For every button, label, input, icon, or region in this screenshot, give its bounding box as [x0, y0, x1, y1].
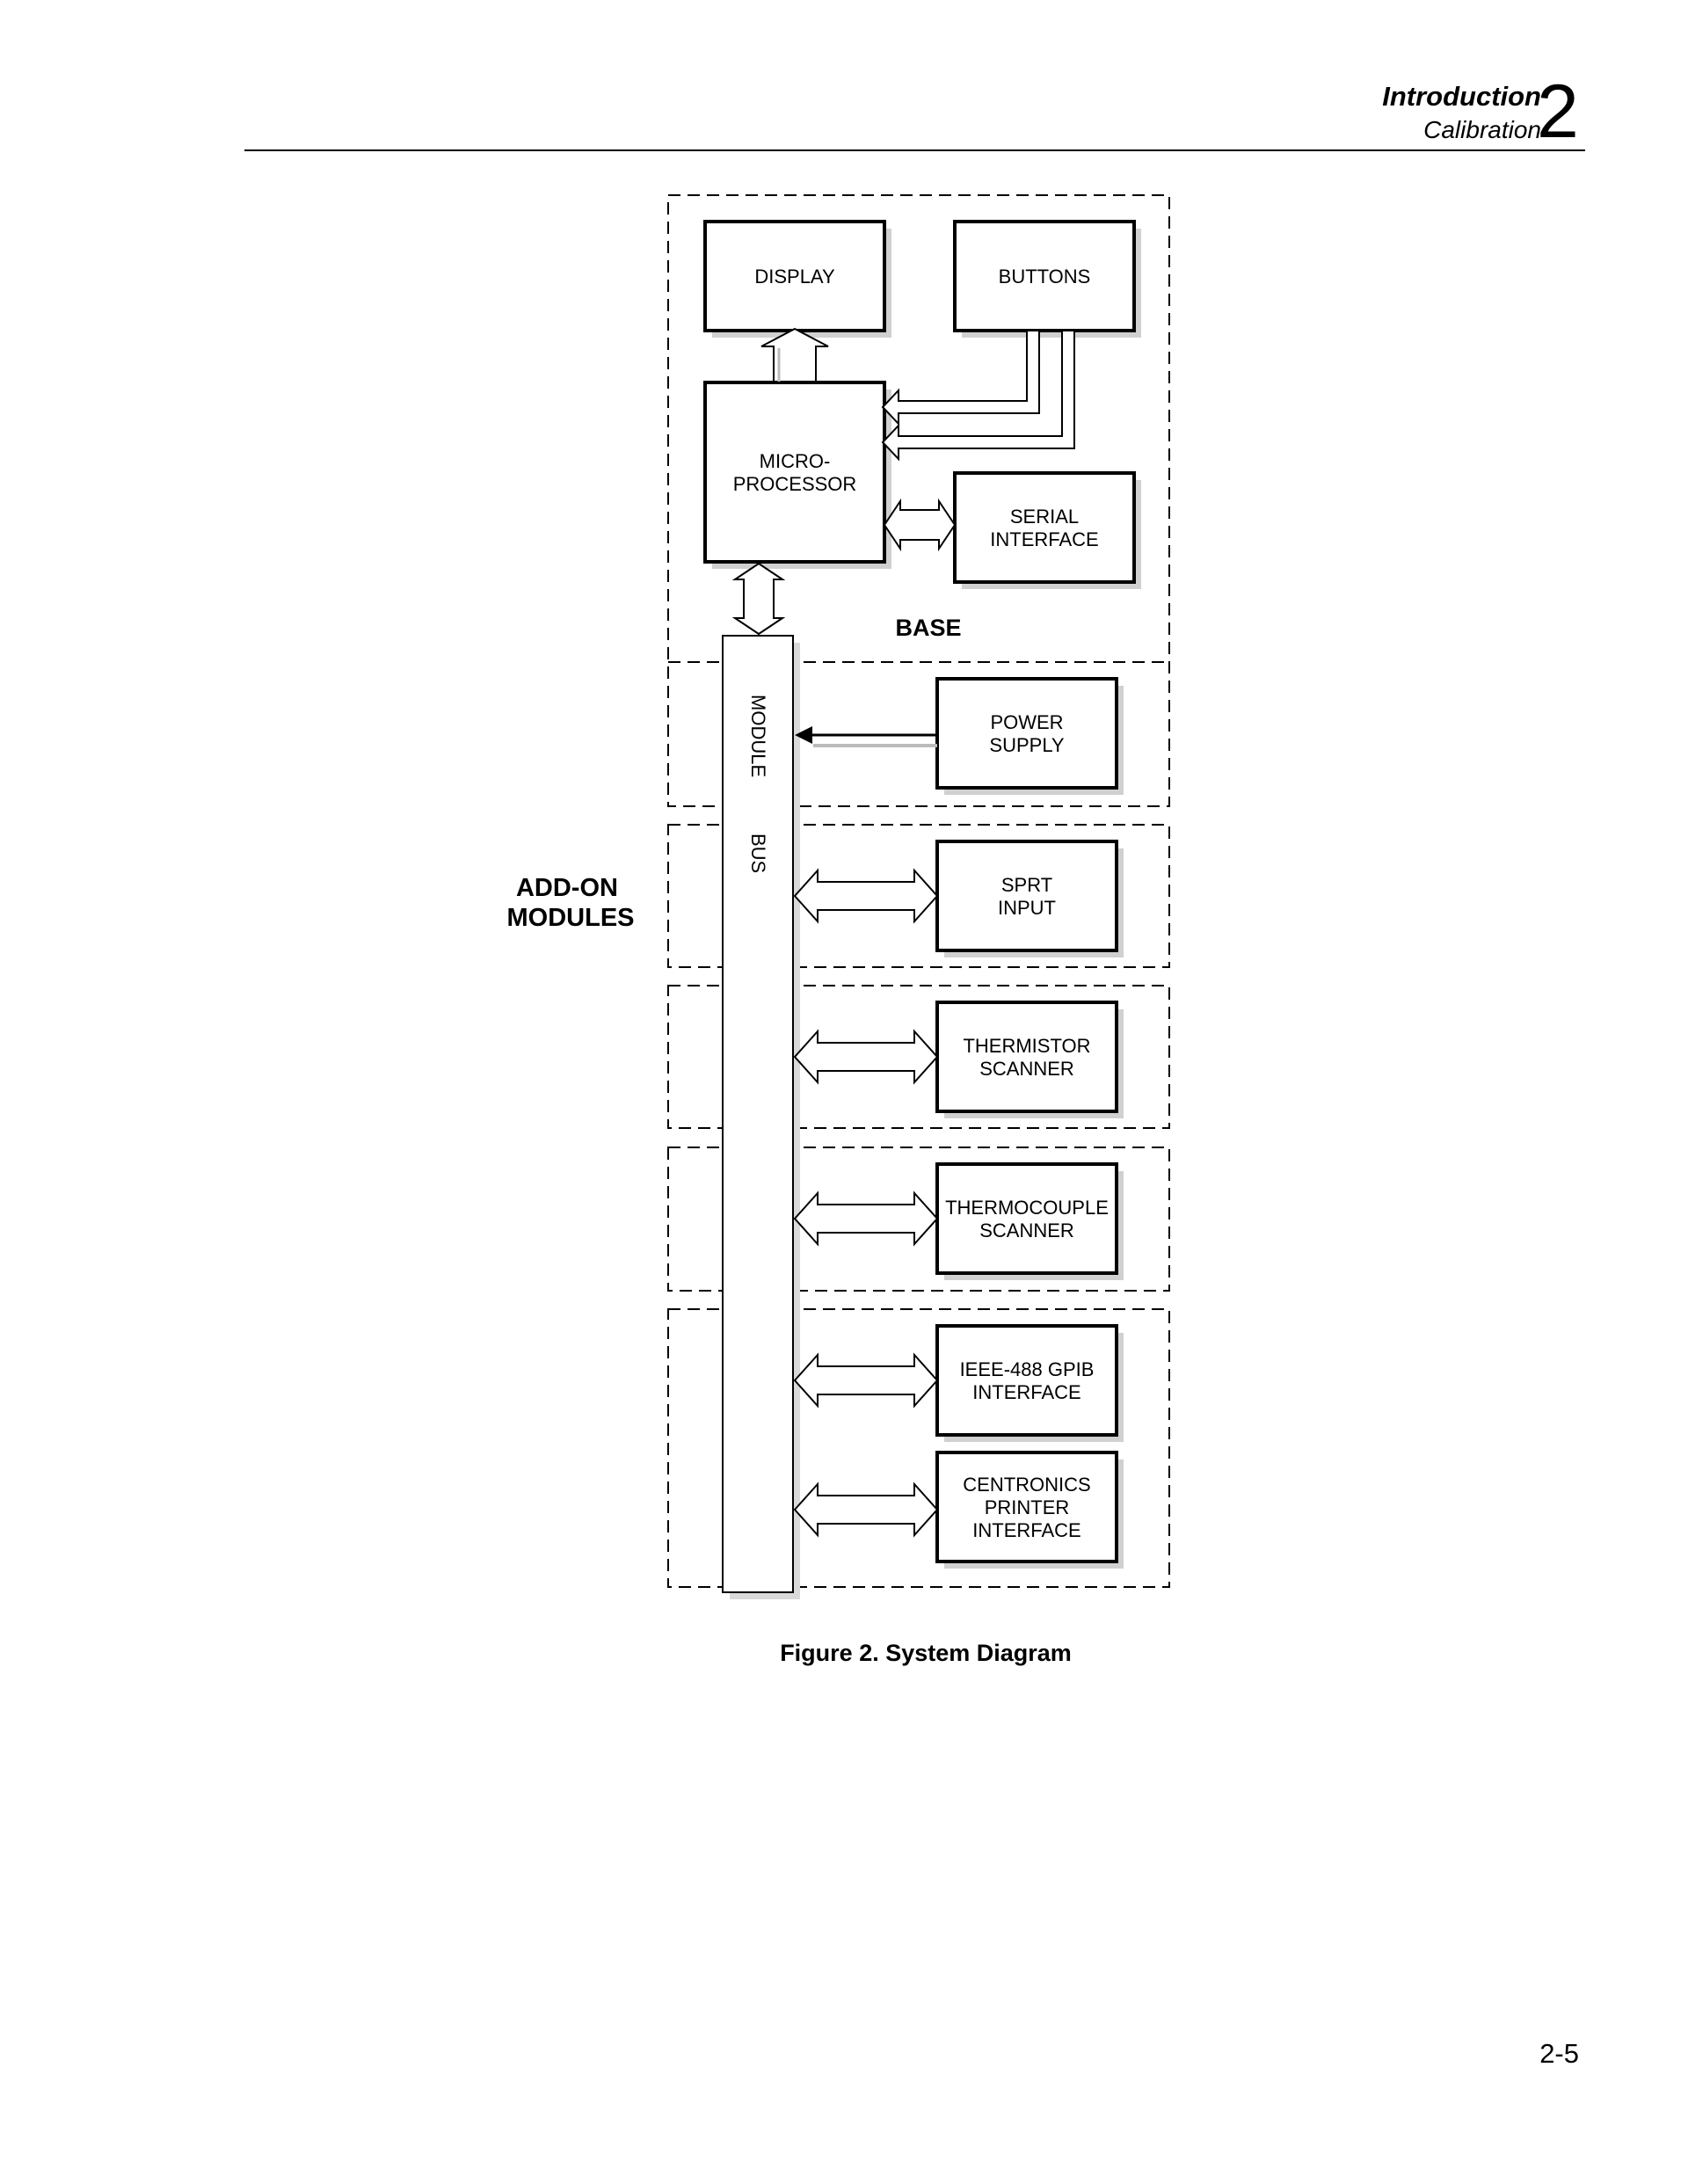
microprocessor-label: MICRO-PROCESSOR [733, 450, 857, 495]
arrow-power-to-bus [795, 726, 937, 747]
connectors [731, 327, 1075, 1538]
base-group-outline [667, 194, 1170, 807]
arrow-buttons-to-micro-2 [881, 330, 1075, 462]
display-label: DISPLAY [754, 266, 835, 288]
buttons-box: BUTTONS [953, 220, 1141, 338]
arrow-buttons-to-micro [881, 330, 1040, 426]
page-number: 2-5 [1539, 2038, 1579, 2069]
buttons-label: BUTTONS [999, 266, 1091, 288]
io-slot-outline [667, 1308, 1170, 1588]
figure-caption: Figure 2. System Diagram [780, 1640, 1072, 1666]
chapter-number: 2 [1537, 69, 1579, 154]
arrow-bus-gpib [793, 1352, 939, 1409]
bus-label-bus: BUS [747, 834, 769, 873]
arrow-bus-sprt [793, 868, 939, 924]
display-box: DISPLAY [703, 220, 891, 338]
module-bus: MODULE BUS [722, 635, 800, 1599]
microprocessor-box: MICRO-PROCESSOR [703, 381, 891, 569]
arrow-micro-serial [883, 498, 957, 552]
addon-group-label: ADD-ON MODULES [507, 874, 635, 932]
sprt-slot-outline [667, 824, 1170, 968]
header-section-title: Introduction [1382, 81, 1541, 112]
thermistor-slot-outline [667, 985, 1170, 1129]
arrow-micro-bus [731, 562, 786, 636]
arrow-bus-thermocouple [793, 1190, 939, 1247]
arrow-bus-centronics [793, 1481, 939, 1538]
bus-label-module: MODULE [747, 695, 769, 777]
header-subsection-title: Calibration [1423, 116, 1541, 143]
arrow-bus-thermistor [793, 1029, 939, 1085]
thermocouple-slot-outline [667, 1147, 1170, 1292]
header-rule [244, 149, 1585, 151]
base-group-label: BASE [895, 615, 961, 641]
